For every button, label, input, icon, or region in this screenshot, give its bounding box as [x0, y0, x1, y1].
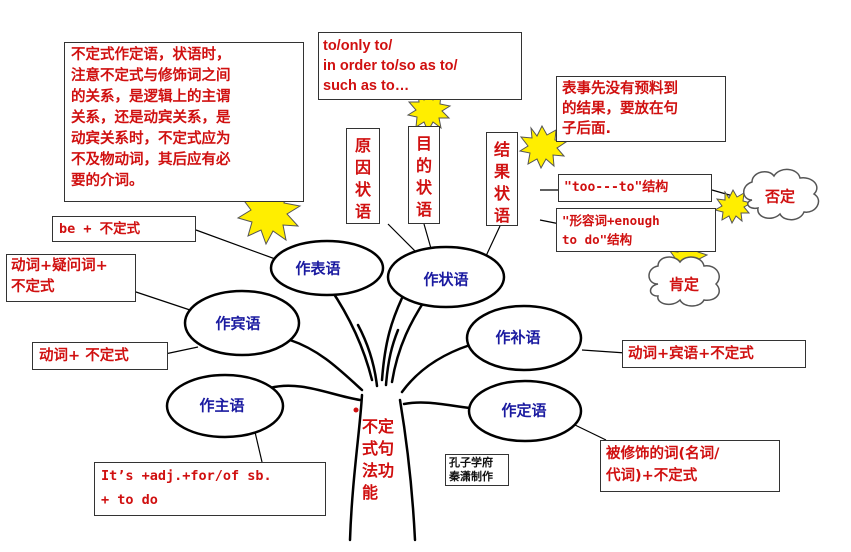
credit-box: 孔子学府 秦潇制作 — [445, 454, 509, 486]
form-subject: It’s +adj.+for/of sb. + to do — [94, 462, 326, 516]
form-line: + to do — [101, 492, 158, 508]
form-line: to do"结构 — [562, 232, 633, 247]
connector-object-1 — [129, 289, 197, 313]
form-line: 动词+疑问词+ — [11, 258, 108, 274]
ellipse-predicative — [269, 239, 385, 297]
adverbial-result: 结 果 状 语 — [486, 132, 518, 226]
cloud-label-affirmative: 肯定 — [668, 275, 700, 294]
node-object: 作宾语 — [215, 314, 261, 333]
credit-line: 孔子学府 — [449, 456, 493, 469]
phrase-line: in order to/so as to/ — [323, 58, 458, 74]
branch-to-adverbial-b — [390, 298, 427, 384]
form-attributive: 被修饰的词(名词/ 代词)+不定式 — [600, 440, 780, 492]
note-line: 要的介词。 — [71, 173, 144, 189]
node-complement: 作补语 — [495, 328, 541, 347]
center-label: 不定 式句 法功 能 — [362, 416, 394, 504]
form-line: 代词)+不定式 — [606, 468, 698, 484]
phrase-line: to/only to/ — [323, 38, 393, 54]
branch-to-subject — [268, 384, 362, 402]
center-line: 不定 — [362, 417, 395, 436]
center-line: 能 — [362, 483, 379, 502]
trunk-left — [348, 393, 364, 542]
connector-subject — [254, 431, 263, 463]
note-line: 的结果，要放在句 — [562, 101, 678, 117]
form-line: 不定式 — [11, 279, 55, 295]
note-line: 关系，还是动宾关系，是 — [71, 110, 231, 126]
char: 目 — [415, 134, 432, 153]
note-line: 表事先没有预料到 — [562, 81, 678, 97]
connector-object-2 — [164, 346, 199, 355]
note-line: 不及物动词，其后应有必 — [71, 152, 231, 168]
form-text: be + 不定式 — [59, 221, 141, 237]
note-result: 表事先没有预料到 的结果，要放在句 子后面. — [556, 76, 726, 142]
char: 因 — [354, 158, 371, 177]
form-object-2: 动词+ 不定式 — [32, 342, 168, 370]
note-line: 子后面. — [562, 121, 612, 137]
phrase-line: such as to… — [323, 78, 410, 94]
burst-negative — [713, 188, 753, 225]
branch-to-adverbial-a — [380, 296, 404, 382]
adverbial-reason: 原 因 状 语 — [346, 128, 380, 224]
node-adverbial: 作状语 — [423, 270, 469, 289]
ellipse-subject — [165, 373, 285, 439]
note-line: 动宾关系时，不定式应为 — [71, 131, 231, 147]
note-attributive-grammar: 不定式作定语，状语时， 注意不定式与修饰词之间 的关系，是逻辑上的主谓 关系，还… — [64, 42, 304, 202]
center-line: 式句 — [362, 439, 395, 458]
form-too-to: "too---to"结构 — [558, 174, 712, 202]
char: 的 — [415, 156, 432, 175]
note-line: 不定式作定语，状语时， — [71, 47, 231, 63]
branch-inner-1 — [384, 328, 400, 387]
ellipse-adverbial — [386, 245, 506, 309]
char: 状 — [354, 180, 371, 199]
cloud-label-negative: 否定 — [764, 187, 796, 206]
form-line: It’s +adj.+for/of sb. — [101, 468, 272, 484]
cloud-negative — [743, 168, 820, 221]
note-purpose-phrases: to/only to/ in order to/so as to/ such a… — [318, 32, 522, 100]
form-text: 动词+宾语+不定式 — [628, 346, 754, 362]
cloud-affirmative — [648, 256, 720, 307]
form-enough-to: "形容词+enough to do"结构 — [556, 208, 716, 252]
char: 状 — [415, 178, 432, 197]
ellipse-complement — [465, 304, 583, 372]
char: 状 — [493, 184, 510, 203]
credit-line: 秦潇制作 — [449, 470, 493, 483]
node-subject: 作主语 — [199, 396, 245, 415]
char: 果 — [493, 162, 510, 181]
form-text: 动词+ 不定式 — [39, 348, 129, 364]
adverbial-purpose: 目 的 状 语 — [408, 126, 440, 224]
trunk-dot — [353, 407, 359, 413]
form-object-1: 动词+疑问词+ 不定式 — [6, 254, 136, 302]
char: 语 — [354, 202, 371, 221]
connector-result — [485, 225, 501, 257]
ellipse-attributive — [467, 379, 583, 443]
note-line: 注意不定式与修饰词之间 — [71, 68, 231, 84]
connector-complement — [581, 349, 627, 354]
form-line: "形容词+enough — [562, 213, 660, 228]
form-predicative: be + 不定式 — [52, 216, 196, 242]
branch-to-complement — [400, 343, 472, 394]
node-predicative: 作表语 — [295, 259, 341, 278]
char: 原 — [354, 136, 371, 155]
form-text: "too---to"结构 — [564, 180, 669, 195]
branch-to-object — [288, 338, 364, 392]
char: 结 — [493, 140, 510, 159]
char: 语 — [415, 200, 432, 219]
node-attributive: 作定语 — [501, 401, 547, 420]
connector-attributive — [574, 424, 607, 441]
center-line: 法功 — [362, 461, 395, 480]
branch-to-attributive — [402, 401, 472, 410]
connector-predicative — [195, 229, 279, 261]
form-line: 被修饰的词(名词/ — [606, 446, 720, 462]
branch-inner-2 — [356, 323, 379, 388]
note-line: 的关系，是逻辑上的主谓 — [71, 89, 231, 105]
char: 语 — [493, 206, 510, 225]
ellipse-object — [183, 289, 301, 357]
trunk-right — [398, 398, 417, 542]
form-complement: 动词+宾语+不定式 — [622, 340, 806, 368]
